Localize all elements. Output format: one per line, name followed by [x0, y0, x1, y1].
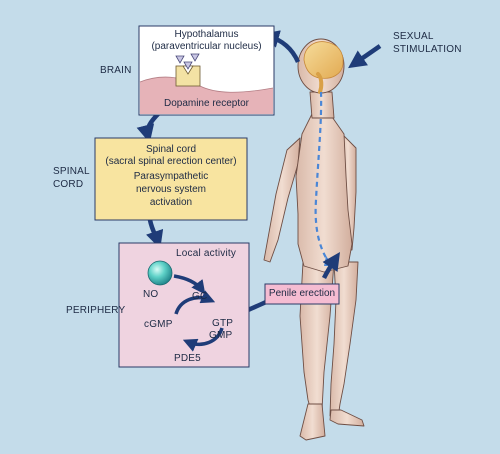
spinal-line-5: activation — [149, 197, 193, 208]
figure-arm-left — [263, 137, 301, 263]
penile-erection-box — [264, 283, 340, 305]
dopamine-triangle-1 — [175, 55, 185, 64]
arrow-stimulation-to-brain — [348, 44, 382, 69]
gmp-label: GMP — [209, 330, 233, 341]
dopamine-triangle-2 — [190, 53, 200, 62]
pde5-label: PDE5 — [174, 353, 201, 364]
cycle-arrow-bottom — [182, 327, 224, 352]
figure-foot-left — [299, 403, 326, 441]
label-cord: CORD — [53, 179, 84, 190]
arrow-hypothalamus-to-spinal — [136, 110, 162, 143]
dopamine-receptor-region — [140, 77, 273, 114]
cycle-arrow-top — [174, 290, 216, 315]
dopamine-receptor-label: Dopamine receptor — [163, 98, 250, 109]
spinal-line-3: Parasympathetic — [133, 171, 209, 182]
figure-brain — [303, 41, 344, 79]
figure-brainstem — [316, 72, 324, 94]
arrow-erection-to-figure — [321, 252, 340, 280]
figure-torso — [295, 113, 353, 273]
spinal-line-1: Spinal cord — [145, 144, 197, 155]
spinal-line-4: nervous system — [135, 184, 207, 195]
label-periphery: PERIPHERY — [66, 305, 126, 316]
human-figure — [263, 38, 365, 441]
figure-foot-right — [329, 409, 365, 427]
spinal-line-2: (sacral spinal erection center) — [105, 156, 237, 167]
spinal-cord-box — [94, 137, 248, 221]
no-label: NO — [143, 289, 159, 300]
label-spinal: SPINAL — [53, 166, 90, 177]
periphery-box — [118, 242, 250, 368]
local-activity-label: Local activity — [176, 248, 237, 259]
label-sexual: SEXUAL — [393, 31, 434, 42]
spinal-pathway-dashed — [314, 91, 331, 265]
no-molecule-icon — [147, 260, 173, 286]
penile-erection-label: Penile erection — [268, 288, 336, 299]
cgmp-label: cGMP — [144, 319, 173, 330]
hypothalamus-title: Hypothalamus — [174, 29, 239, 40]
hypothalamus-subtitle: (paraventricular nucleus) — [151, 41, 262, 52]
label-brain: BRAIN — [100, 65, 132, 76]
gtp-label: GTP — [212, 318, 234, 329]
label-stimulation: STIMULATION — [393, 44, 462, 55]
dopamine-triangle-3 — [183, 61, 193, 70]
arrow-spinal-to-periphery — [146, 219, 164, 249]
arrow-no-to-gc — [173, 274, 206, 295]
gc-label: GC — [192, 291, 208, 302]
